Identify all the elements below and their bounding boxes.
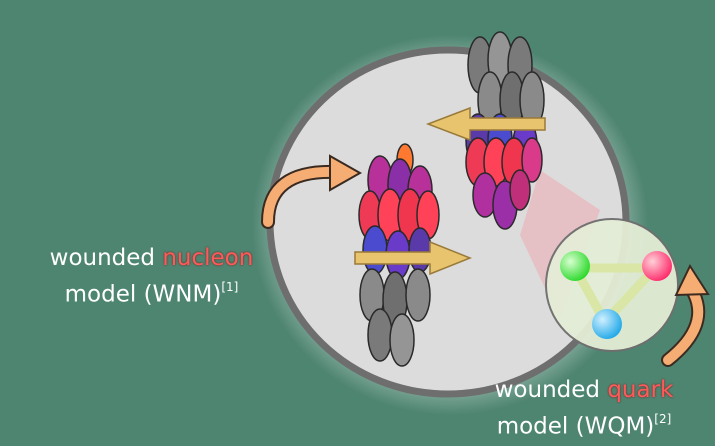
wnm-prefix: wounded [50, 245, 163, 271]
wqm-model: model (WQM) [497, 414, 655, 440]
wnm-label: wounded nucleon model (WNM)[1] [14, 243, 289, 311]
wnm-ref: [1] [221, 280, 238, 294]
green-quark [560, 251, 590, 281]
blue-quark [592, 309, 622, 339]
quark-bubble [546, 219, 678, 351]
wqm-highlight: quark [607, 377, 673, 403]
wnm-highlight: nucleon [162, 245, 253, 271]
wqm-ref: [2] [654, 412, 671, 426]
red-quark [642, 251, 672, 281]
wqm-prefix: wounded [495, 377, 608, 403]
wnm-model: model (WNM) [65, 282, 222, 308]
wqm-label: wounded quark model (WQM)[2] [455, 375, 713, 443]
